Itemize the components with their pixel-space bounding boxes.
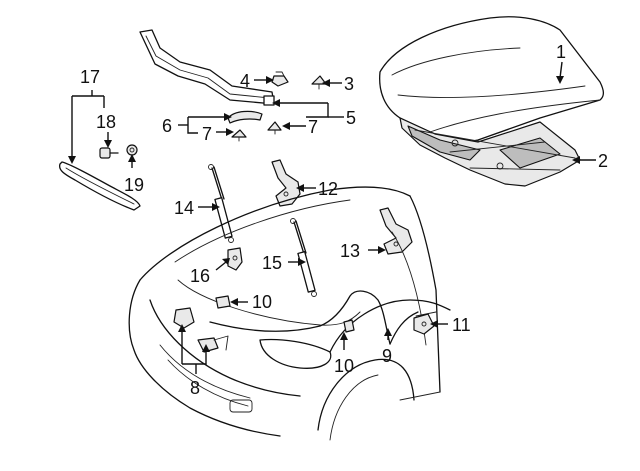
callout-15: 15 (262, 253, 282, 273)
vehicle-body-outline (128, 186, 451, 441)
callout-13: 13 (340, 241, 360, 261)
callout-7-right: 7 (308, 117, 318, 137)
callout-10-upper: 10 (252, 292, 272, 312)
hood-panel (379, 16, 605, 143)
callout-2: 2 (598, 151, 608, 171)
clip-part-7-left (231, 129, 247, 142)
callout-4: 4 (240, 71, 250, 91)
callout-11: 11 (452, 315, 471, 335)
callout-7-left: 7 (202, 124, 212, 144)
hood-weatherstrip (139, 29, 275, 106)
hood-lift-support-left (208, 164, 234, 243)
callout-3: 3 (344, 74, 354, 94)
hood-hinge-right (379, 207, 413, 255)
hood-insulator (399, 117, 581, 187)
release-handle (413, 313, 435, 335)
clip-part-4 (271, 71, 289, 87)
hood-lock-assembly (173, 307, 229, 353)
callout-10-lower: 10 (334, 356, 354, 376)
leader-lines (68, 61, 596, 374)
callout-16: 16 (190, 266, 210, 286)
callout-5: 5 (346, 108, 356, 128)
callout-6: 6 (162, 116, 172, 136)
callout-labels: 1 2 3 4 5 6 7 7 8 9 10 10 11 12 13 14 15… (80, 42, 608, 398)
bolt-part-18 (99, 147, 119, 159)
hood-lift-support-right (290, 218, 317, 297)
hood-seal (227, 110, 263, 124)
callout-8: 8 (190, 378, 200, 398)
clip-part-3 (311, 75, 327, 90)
hood-hinge-left (271, 159, 301, 207)
callout-12: 12 (318, 179, 338, 199)
callout-9: 9 (382, 346, 392, 366)
hood-trim-molding (58, 161, 141, 211)
callout-19: 19 (124, 175, 144, 195)
release-cable-bracket-upper (215, 295, 231, 309)
nut-part-19 (126, 144, 138, 156)
hood-release-cable (209, 290, 419, 345)
hood-latch (227, 247, 243, 271)
callout-17: 17 (80, 67, 100, 87)
callout-1: 1 (556, 42, 566, 62)
clip-part-7-right (267, 121, 282, 135)
callout-14: 14 (174, 198, 194, 218)
callout-18: 18 (96, 112, 116, 132)
